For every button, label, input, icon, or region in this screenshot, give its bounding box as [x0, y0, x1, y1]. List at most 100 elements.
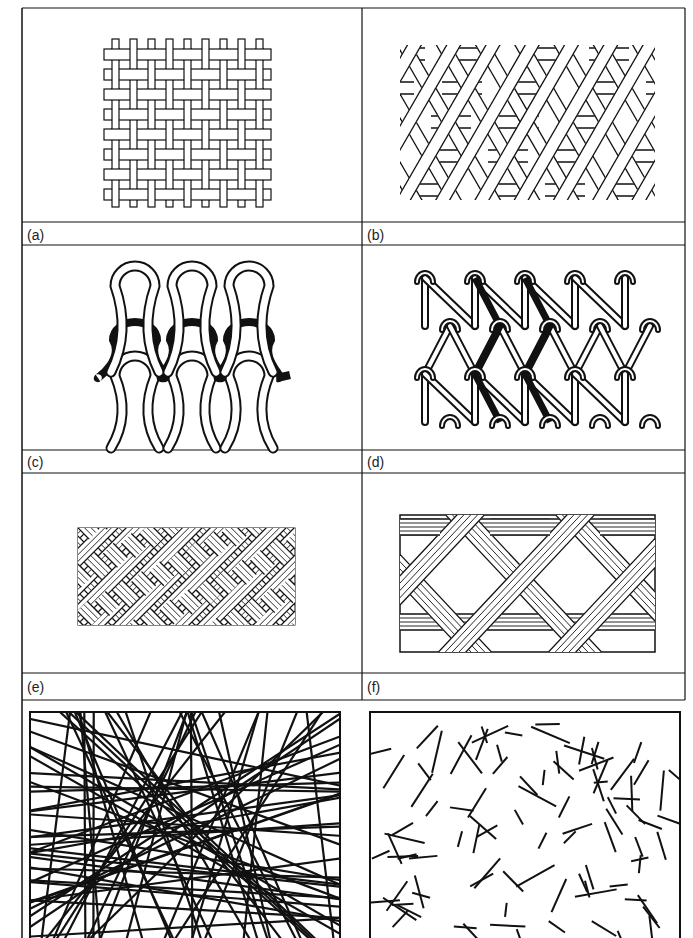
knit-loop [617, 273, 633, 282]
lower-loop [168, 356, 216, 448]
short-fibre [625, 899, 647, 900]
short-fibre [606, 809, 622, 835]
weft-edge [201, 79, 210, 80]
weft-edge [111, 128, 120, 129]
knit-loop [467, 273, 483, 282]
weft-over [111, 49, 120, 60]
weft-yarn [104, 169, 271, 180]
short-fibre [392, 904, 413, 905]
short-fibre [660, 771, 664, 811]
fibre-line [243, 528, 295, 625]
weft-over [201, 69, 210, 80]
weft-edge [201, 148, 210, 149]
weft-over [165, 69, 174, 80]
panel-rule [22, 244, 685, 245]
fibre-line [271, 528, 295, 625]
fibre-line [400, 527, 655, 528]
panel-letter: (c) [26, 453, 44, 471]
upper-loop [225, 266, 273, 372]
chain-yarn [623, 278, 627, 326]
triaxial-braid [400, 515, 655, 652]
short-fibre [472, 726, 508, 743]
weft-over [255, 169, 264, 180]
knit-loop [467, 369, 483, 378]
fibre-line [400, 534, 655, 535]
warp-yarn [130, 39, 137, 207]
fibre-line [400, 527, 655, 528]
weft-edge [147, 59, 156, 60]
weft-over [147, 49, 156, 60]
short-fibre [535, 723, 559, 725]
upper-loop [168, 266, 216, 372]
weft-over [201, 149, 210, 160]
yarn-band [400, 45, 500, 200]
panel-letter: (e) [26, 678, 45, 696]
fibre-line [400, 45, 476, 200]
panel-rule [684, 8, 685, 700]
short-fibre [563, 824, 592, 834]
short-fibre [611, 759, 634, 790]
weft-edge [255, 139, 264, 140]
weft-edge [201, 188, 210, 189]
weft-edge [219, 139, 228, 140]
weft-edge [219, 48, 228, 49]
weft-edge [165, 188, 174, 189]
weft-edge [165, 108, 174, 109]
fibre-line [400, 523, 655, 524]
chain-yarn [623, 374, 627, 422]
fibre-line [400, 45, 417, 200]
warp-yarn [166, 39, 173, 207]
weft-over [219, 49, 228, 60]
long-fibre [31, 795, 339, 837]
panel-rule [22, 7, 685, 8]
upper-loop [111, 266, 159, 372]
short-fibre [432, 731, 442, 773]
fibre-line [246, 528, 295, 625]
knit-loop [642, 321, 658, 330]
weft-edge [129, 79, 138, 80]
yarn-band [400, 519, 655, 536]
weft-edge [165, 199, 174, 200]
warp-yarn [238, 39, 245, 207]
weft-edge [219, 179, 228, 180]
weft-over [237, 189, 246, 200]
knit-loop [642, 321, 658, 330]
fibre-line [400, 45, 594, 200]
short-fibre [505, 732, 522, 735]
short-fibre [372, 851, 390, 859]
fibre-line [85, 528, 205, 625]
fibre-line [400, 45, 495, 200]
knit-loop [467, 369, 483, 378]
weft-edge [129, 148, 138, 149]
weft-edge [255, 59, 264, 60]
weft-edge [183, 48, 192, 49]
weft-edge [147, 88, 156, 89]
fibre-line [400, 629, 655, 630]
upper-loop [225, 266, 273, 372]
weft-edge [129, 199, 138, 200]
long-fibre [304, 713, 334, 938]
weft-edge [237, 148, 246, 149]
weft-over [237, 69, 246, 80]
weft-edge [255, 99, 264, 100]
yarn-band [436, 45, 655, 200]
panel-letter: (f) [366, 678, 381, 696]
short-fibre [497, 745, 502, 762]
knit-loop [442, 417, 458, 426]
fibre-line [169, 528, 289, 625]
weft-over [201, 109, 210, 120]
weft-edge [237, 199, 246, 200]
weft-edge [255, 128, 264, 129]
fibre-line [400, 45, 525, 200]
chain-yarn [621, 278, 629, 326]
long-fibre [31, 719, 339, 928]
chain-yarn [573, 374, 577, 422]
knit-loop [642, 417, 658, 426]
weft-over [165, 149, 174, 160]
warp-yarn [112, 39, 119, 207]
weft-over [255, 49, 264, 60]
weft-edge [201, 159, 210, 160]
yarn-band [400, 45, 441, 200]
fibre-panel [370, 712, 680, 938]
